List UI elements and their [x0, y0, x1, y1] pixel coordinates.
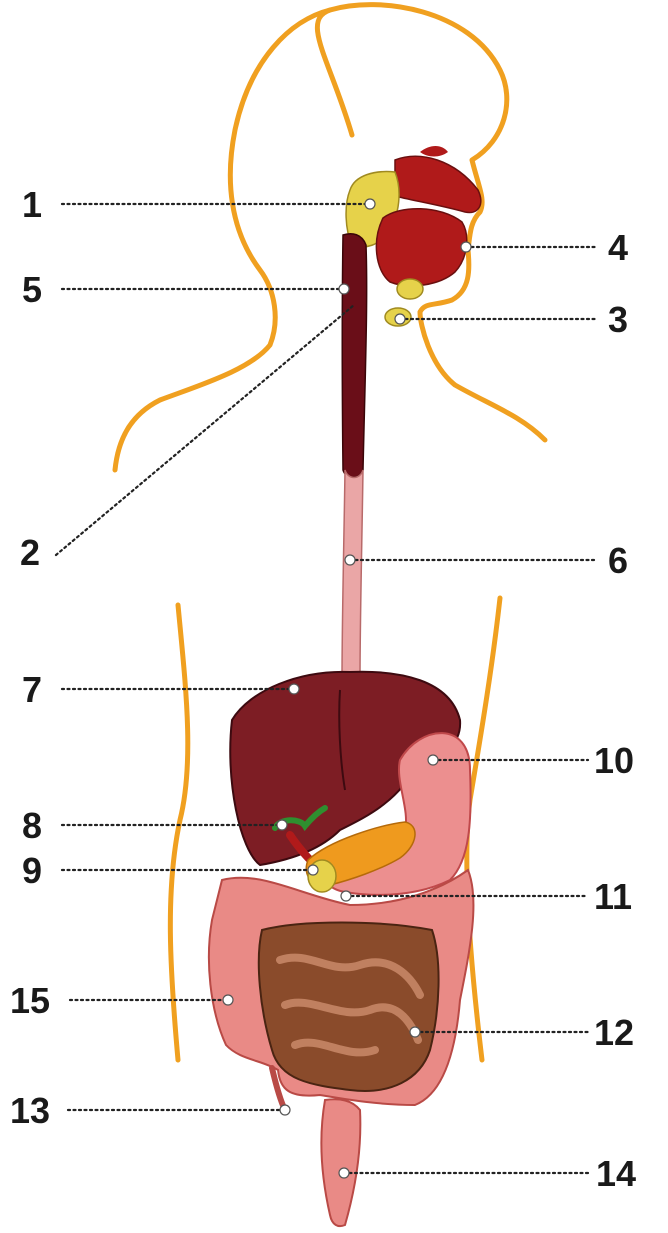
label-6: 6	[608, 540, 628, 581]
label-7: 7	[22, 669, 42, 710]
rectum	[321, 1099, 360, 1226]
label-5: 5	[22, 269, 42, 310]
label-12: 12	[594, 1012, 634, 1053]
label-9: 9	[22, 850, 42, 891]
label-2: 2	[20, 532, 40, 573]
label-14: 14	[596, 1153, 636, 1194]
label-11: 11	[594, 876, 632, 917]
label-13: 13	[10, 1090, 50, 1131]
small-intestine	[259, 923, 439, 1091]
label-1: 1	[22, 184, 42, 225]
label-15: 15	[10, 980, 50, 1021]
label-4: 4	[608, 227, 628, 268]
pharynx-esophagus	[342, 234, 367, 680]
label-3: 3	[608, 299, 628, 340]
label-8: 8	[22, 805, 42, 846]
label-10: 10	[594, 740, 634, 781]
